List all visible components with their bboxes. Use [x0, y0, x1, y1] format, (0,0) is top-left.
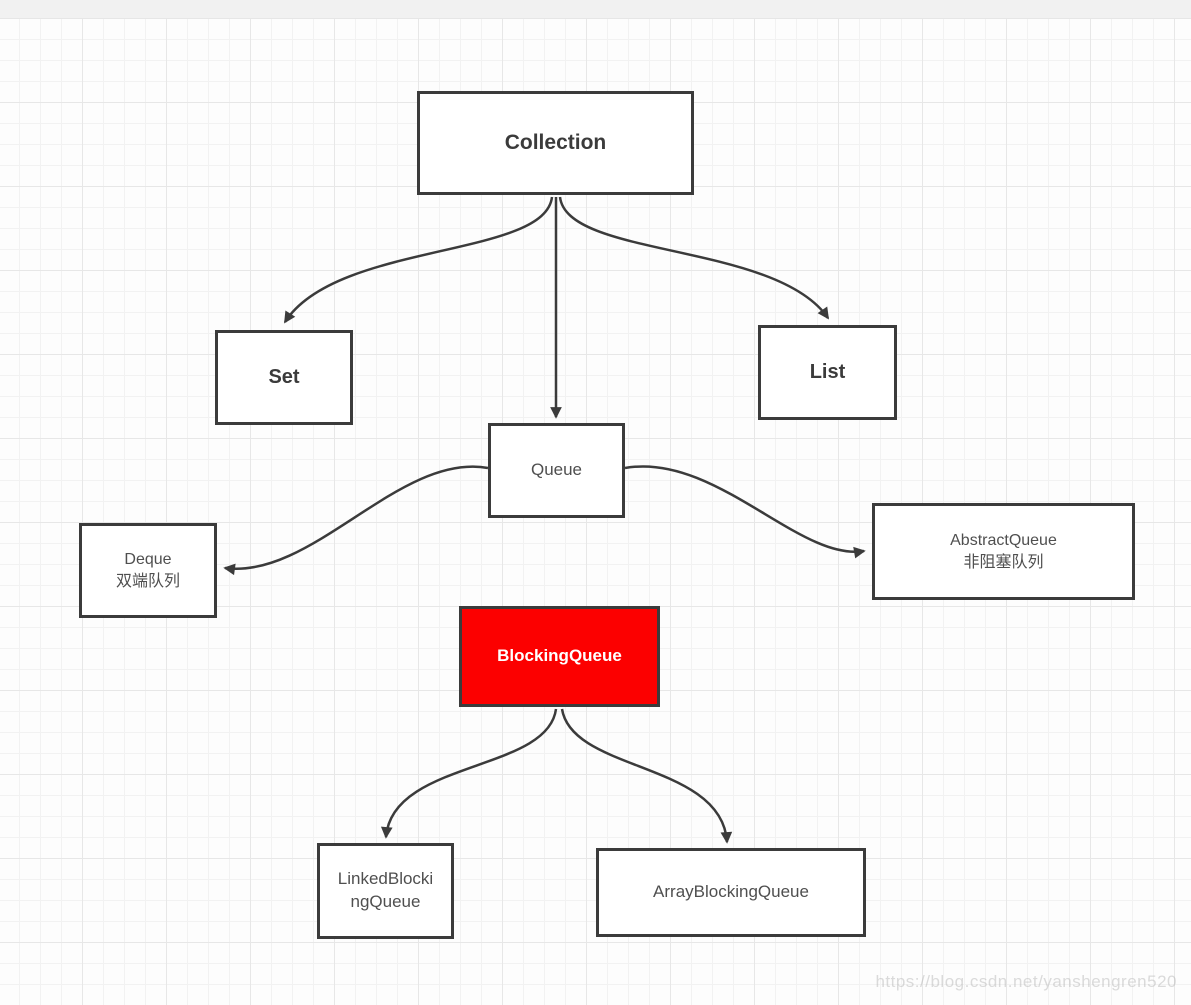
- node-blocking-queue: BlockingQueue: [459, 606, 660, 707]
- node-array-blocking-queue: ArrayBlockingQueue: [596, 848, 866, 937]
- top-strip: [0, 0, 1191, 19]
- node-collection: Collection: [417, 91, 694, 195]
- node-set-label: Set: [268, 366, 300, 388]
- node-linked-blocking-queue-label: LinkedBlockingQueue: [337, 869, 434, 911]
- node-collection-label: Collection: [504, 130, 607, 154]
- node-array-blocking-queue-label: ArrayBlockingQueue: [653, 882, 809, 902]
- node-abstract-queue-sublabel: 非阻塞队列: [963, 553, 1044, 571]
- node-abstract-queue-label: AbstractQueue: [950, 531, 1057, 549]
- node-list-label: List: [809, 361, 846, 383]
- node-deque-sublabel: 双端队列: [115, 572, 180, 590]
- node-abstract-queue: AbstractQueue 非阻塞队列: [872, 503, 1135, 600]
- edge-blocking-array: [560, 708, 733, 844]
- edge-queue-deque: [223, 465, 489, 576]
- node-blocking-queue-label: BlockingQueue: [497, 646, 622, 666]
- node-set: Set: [215, 330, 353, 425]
- node-deque-label: Deque: [124, 550, 172, 568]
- node-deque: Deque 双端队列: [79, 523, 217, 618]
- edge-blocking-linked: [380, 708, 558, 839]
- edge-queue-abstract-queue: [624, 465, 866, 559]
- edge-collection-set: [283, 196, 554, 324]
- node-queue: Queue: [488, 423, 625, 518]
- node-queue-label: Queue: [530, 460, 583, 480]
- csdn-watermark: https://blog.csdn.net/yanshengren520: [875, 972, 1177, 991]
- edge-collection-list: [558, 196, 830, 320]
- node-linked-blocking-queue: LinkedBlockingQueue: [317, 843, 454, 939]
- node-list: List: [758, 325, 897, 420]
